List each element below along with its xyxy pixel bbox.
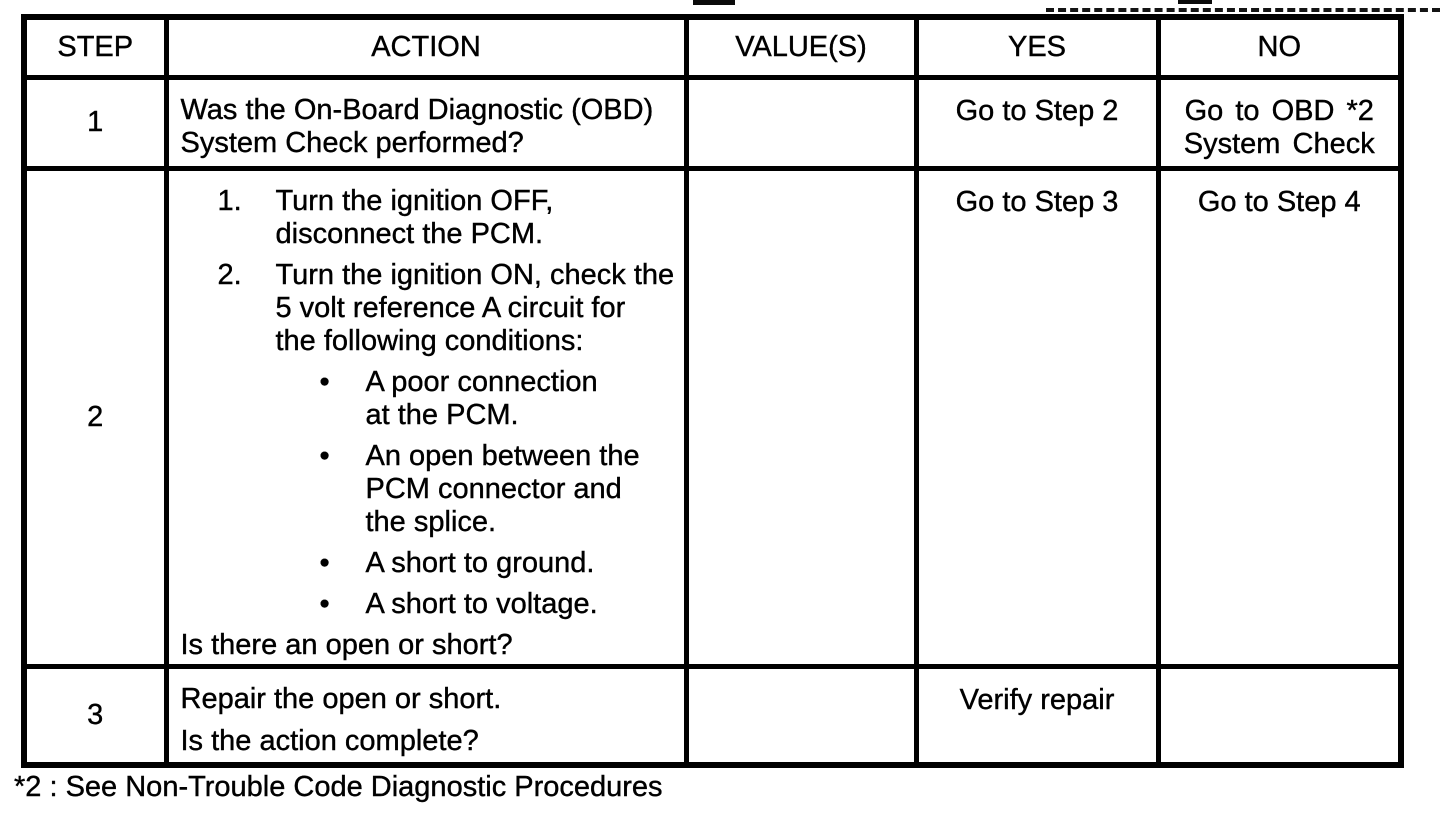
numbered-list-item: 2. Turn the ignition ON, check the 5 vol…	[217, 258, 676, 358]
step-number: 3	[21, 663, 169, 768]
bullet-text: A short to voltage.	[365, 587, 598, 620]
no-cell-empty	[1155, 663, 1404, 768]
bullet-icon: •	[319, 587, 330, 620]
table-row: 1 Was the On-Board Diagnostic (OBD) Syst…	[21, 74, 1404, 171]
yes-instruction: Go to Step 2	[955, 94, 1119, 127]
column-header-values: VALUE(S)	[683, 14, 919, 80]
bullet-text: A short to ground.	[365, 546, 595, 579]
no-instruction: Go to OBD *2 System Check	[1183, 94, 1375, 160]
bullet-icon: •	[319, 439, 330, 472]
bullet-icon: •	[319, 365, 330, 398]
scan-artifact	[693, 0, 735, 5]
action-question: Is the action complete?	[180, 724, 479, 757]
column-header-yes: YES	[913, 14, 1161, 80]
value-cell	[683, 663, 919, 768]
scan-artifact	[1046, 8, 1440, 12]
bullet-list-item: • A poor connection at the PCM.	[319, 365, 676, 432]
step-number: 2	[21, 165, 169, 669]
action-question: Is there an open or short?	[180, 628, 513, 661]
column-header-no: NO	[1155, 14, 1404, 80]
table-header-row: STEP ACTION VALUE(S) YES NO	[21, 14, 1404, 80]
bullet-list-item: • An open between the PCM connector and …	[319, 439, 676, 539]
scan-artifact	[1178, 0, 1212, 4]
column-header-step: STEP	[21, 14, 169, 80]
value-cell	[683, 74, 919, 171]
yes-instruction: Go to Step 3	[955, 185, 1119, 218]
action-statement: Repair the open or short.	[180, 682, 502, 715]
numbered-list-item: 1. Turn the ignition OFF, disconnect the…	[217, 184, 676, 251]
step-number: 1	[21, 74, 169, 171]
column-header-action: ACTION	[163, 14, 689, 80]
table-row: 2 1. Turn the ignition OFF, disconnect t…	[21, 165, 1404, 669]
bullet-list-item: • A short to ground.	[319, 546, 676, 580]
action-question: Was the On-Board Diagnostic (OBD) System…	[180, 93, 654, 159]
bullet-icon: •	[319, 546, 330, 579]
list-number: 1.	[217, 184, 242, 217]
no-instruction: Go to Step 4	[1197, 185, 1361, 218]
table-row: 3 Repair the open or short. Is the actio…	[21, 663, 1404, 768]
footnote: *2 : See Non-Trouble Code Diagnostic Pro…	[14, 771, 663, 803]
diagnostic-table: STEP ACTION VALUE(S) YES NO 1 Was the On…	[21, 14, 1404, 768]
list-number: 2.	[217, 258, 242, 291]
yes-instruction: Verify repair	[959, 683, 1115, 716]
bullet-list-item: • A short to voltage.	[319, 587, 676, 621]
list-item-text: Turn the ignition ON, check the 5 volt r…	[275, 258, 675, 357]
bullet-text: An open between the PCM connector and th…	[365, 439, 640, 538]
list-item-text: Turn the ignition OFF, disconnect the PC…	[275, 184, 554, 250]
bullet-text: A poor connection at the PCM.	[365, 365, 598, 431]
value-cell	[683, 165, 919, 669]
